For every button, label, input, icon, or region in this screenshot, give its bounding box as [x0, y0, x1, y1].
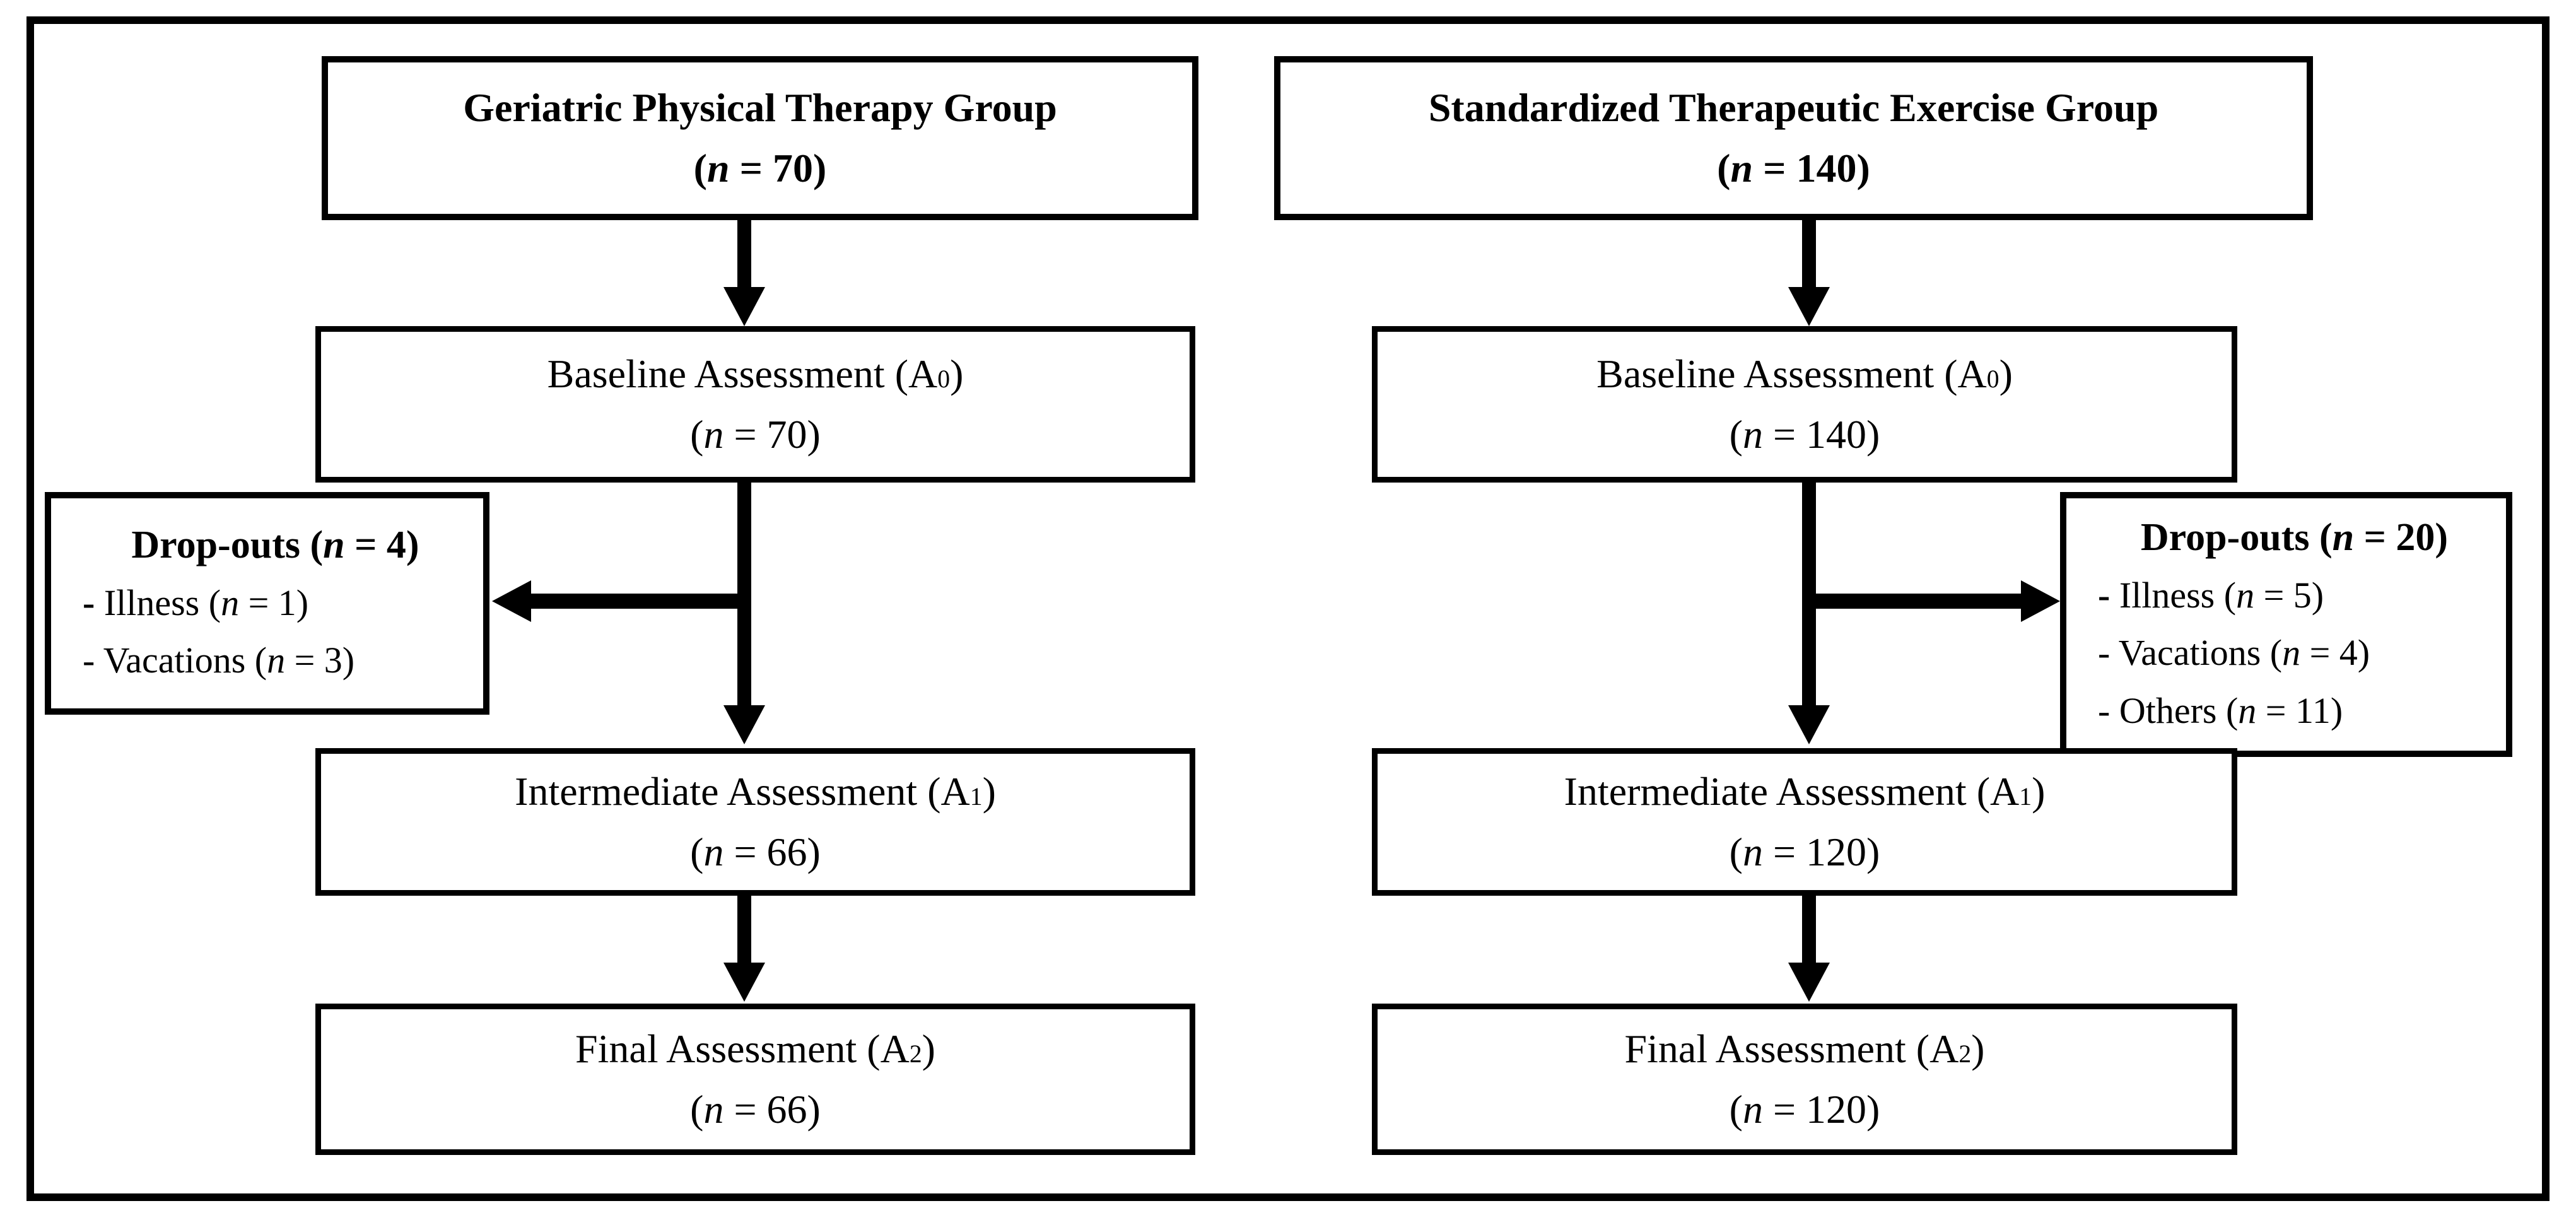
left-final-n-line: (n = 66): [690, 1087, 821, 1132]
left-baseline-box: Baseline Assessment (A0) (n = 70): [315, 326, 1195, 483]
arrow-shaft: [1815, 594, 2026, 609]
down-arrowhead-icon: [723, 705, 765, 744]
dropout-item: - Vacations (n = 4): [2098, 632, 2370, 674]
dropout-item: - Illness (n = 1): [83, 582, 309, 623]
down-arrowhead-icon: [1788, 963, 1830, 1002]
right-group-n-line: (n = 140): [1717, 146, 1870, 190]
dropout-item: - Vacations (n = 3): [83, 640, 355, 681]
left-final-box: Final Assessment (A2) (n = 66): [315, 1004, 1195, 1155]
arrow-shaft: [737, 896, 751, 966]
left-final-title: Final Assessment (A2): [575, 1026, 935, 1071]
right-baseline-title: Baseline Assessment (A0): [1596, 351, 2013, 396]
arrow-shaft: [1802, 481, 1816, 708]
left-arrowhead-icon: [492, 580, 531, 622]
left-baseline-title: Baseline Assessment (A0): [547, 351, 964, 396]
down-arrowhead-icon: [1788, 287, 1830, 326]
right-group-title: Standardized Therapeutic Exercise Group: [1428, 85, 2159, 130]
right-group-box: Standardized Therapeutic Exercise Group …: [1274, 56, 2313, 220]
left-group-box: Geriatric Physical Therapy Group (n = 70…: [322, 56, 1198, 220]
right-final-box: Final Assessment (A2) (n = 120): [1372, 1004, 2237, 1155]
right-intermediate-title: Intermediate Assessment (A1): [1564, 769, 2046, 814]
left-dropouts-items: - Illness (n = 1) - Vacations (n = 3): [83, 574, 468, 689]
down-arrowhead-icon: [723, 287, 765, 326]
right-dropouts-items: - Illness (n = 5) - Vacations (n = 4) - …: [2098, 566, 2491, 740]
left-dropouts-title: Drop-outs (n = 4): [131, 523, 419, 566]
arrow-shaft: [1802, 896, 1816, 966]
down-arrowhead-icon: [1788, 705, 1830, 744]
left-intermediate-n-line: (n = 66): [690, 829, 821, 874]
left-baseline-n-line: (n = 70): [690, 412, 821, 457]
left-intermediate-title: Intermediate Assessment (A1): [515, 769, 996, 814]
dropout-item: - Others (n = 11): [2098, 689, 2343, 731]
dropout-item: - Illness (n = 5): [2098, 574, 2324, 616]
right-final-n-line: (n = 120): [1729, 1087, 1880, 1132]
left-group-n-line: (n = 70): [693, 146, 827, 190]
down-arrowhead-icon: [723, 963, 765, 1002]
right-arrowhead-icon: [2021, 580, 2060, 622]
right-intermediate-box: Intermediate Assessment (A1) (n = 120): [1372, 748, 2237, 896]
left-group-title: Geriatric Physical Therapy Group: [463, 85, 1057, 130]
right-final-title: Final Assessment (A2): [1624, 1026, 1985, 1071]
right-dropouts-title: Drop-outs (n = 20): [2140, 515, 2449, 559]
right-intermediate-n-line: (n = 120): [1729, 829, 1880, 874]
right-baseline-box: Baseline Assessment (A0) (n = 140): [1372, 326, 2237, 483]
arrow-shaft: [1802, 219, 1816, 290]
arrow-shaft: [525, 594, 751, 609]
right-dropouts-box: Drop-outs (n = 20) - Illness (n = 5) - V…: [2060, 492, 2512, 757]
left-intermediate-box: Intermediate Assessment (A1) (n = 66): [315, 748, 1195, 896]
arrow-shaft: [737, 219, 751, 290]
left-dropouts-box: Drop-outs (n = 4) - Illness (n = 1) - Va…: [45, 492, 489, 715]
right-baseline-n-line: (n = 140): [1729, 412, 1880, 457]
